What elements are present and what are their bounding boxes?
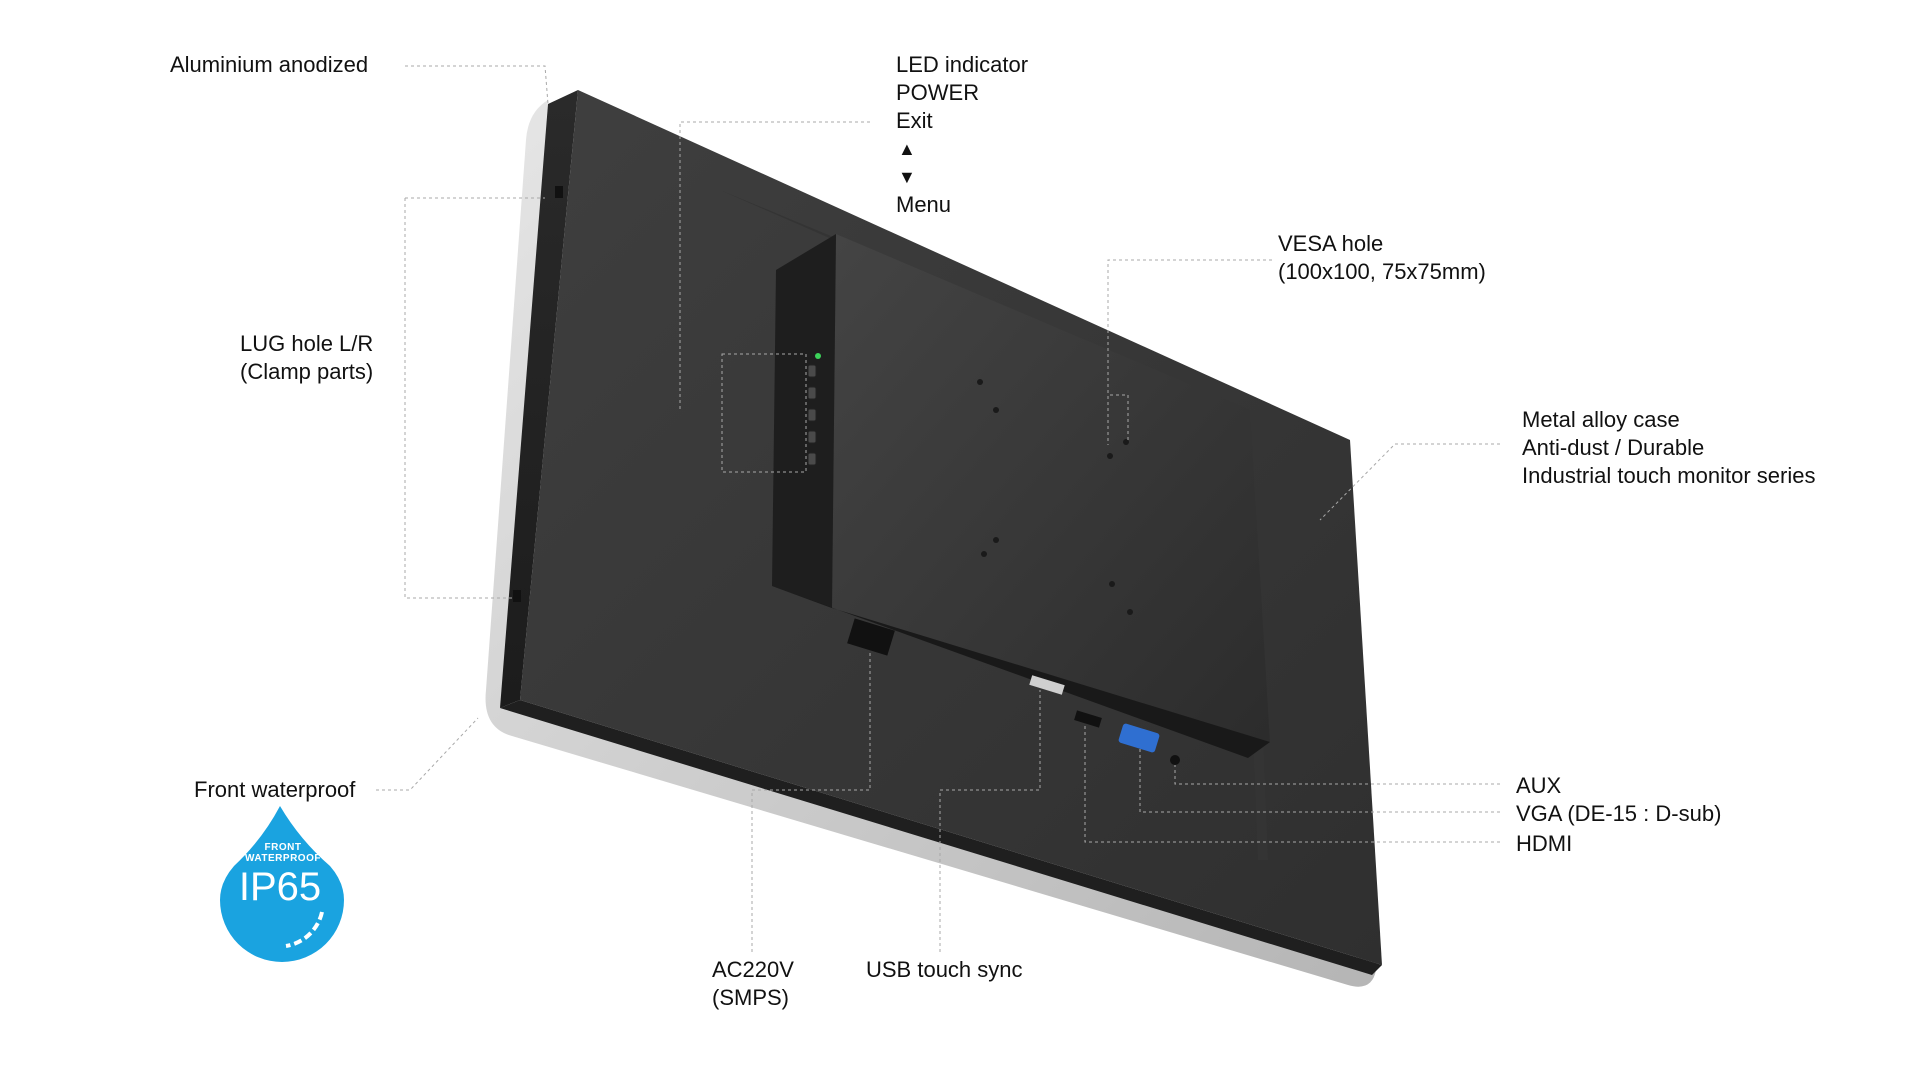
power-label: POWER xyxy=(896,80,980,105)
usb-port xyxy=(1029,675,1065,695)
label-lug: LUG hole L/R (Clamp parts) xyxy=(240,330,373,386)
case-line3: Industrial touch monitor series xyxy=(1522,463,1816,488)
lug-hole-bottom xyxy=(513,590,521,602)
label-waterproof: Front waterproof xyxy=(194,776,355,804)
label-aux: AUX xyxy=(1516,772,1561,800)
controller-box-side xyxy=(772,234,836,608)
aux-text: AUX xyxy=(1516,773,1562,798)
badge-rating-text: IP65 xyxy=(239,865,321,908)
down-arrow-icon: ▼ xyxy=(898,167,916,187)
label-hdmi: HDMI xyxy=(1516,830,1572,858)
ip65-badge xyxy=(220,806,344,962)
case-line1: Metal alloy case xyxy=(1522,407,1680,432)
up-arrow-icon: ▲ xyxy=(898,139,916,159)
vesa-line1: VESA hole xyxy=(1278,231,1384,256)
label-ac: AC220V (SMPS) xyxy=(712,956,794,1012)
water-drop-icon xyxy=(220,806,344,962)
badge-front-text: FRONT xyxy=(265,842,302,853)
label-vga: VGA (DE-15 : D-sub) xyxy=(1516,800,1721,828)
lug-hole-top xyxy=(555,186,563,198)
hdmi-port xyxy=(1074,710,1102,728)
vga-text: VGA (DE-15 : D-sub) xyxy=(1516,801,1722,826)
label-usb: USB touch sync xyxy=(866,956,1023,984)
led-indicator xyxy=(815,353,821,359)
menu-label: Menu xyxy=(896,192,952,217)
usb-text: USB touch sync xyxy=(866,957,1023,982)
badge-ring xyxy=(285,911,324,948)
waterproof-text: Front waterproof xyxy=(194,777,356,802)
ac-line2: (SMPS) xyxy=(712,985,789,1010)
label-case: Metal alloy case Anti-dust / Durable Ind… xyxy=(1522,406,1815,490)
label-aluminium-text: Aluminium anodized xyxy=(170,52,369,77)
label-buttons: LED indicator POWER Exit ▲ ▼ Menu xyxy=(896,51,1028,219)
side-buttons xyxy=(807,364,817,466)
controller-box-bottom xyxy=(772,586,1270,758)
case-line2: Anti-dust / Durable xyxy=(1522,435,1705,460)
badge-waterproof-text: WATERPROOF xyxy=(245,853,321,864)
label-aluminium: Aluminium anodized xyxy=(170,51,368,79)
bottom-edge xyxy=(500,700,1382,975)
led-indicator-label: LED indicator xyxy=(896,52,1029,77)
vesa-holes xyxy=(977,379,1133,615)
hdmi-text: HDMI xyxy=(1516,831,1573,856)
label-vesa: VESA hole (100x100, 75x75mm) xyxy=(1278,230,1486,286)
vesa-line2: (100x100, 75x75mm) xyxy=(1278,259,1486,284)
vga-port xyxy=(1118,723,1160,753)
ip65-badge-text: FRONT WATERPROOF IP65 xyxy=(239,842,321,908)
aux-port xyxy=(1170,755,1180,765)
ac-port xyxy=(847,618,895,656)
exit-label: Exit xyxy=(896,108,933,133)
controller-box-top xyxy=(832,234,1270,742)
ac-line1: AC220V xyxy=(712,957,794,982)
leader-lines xyxy=(376,65,1500,952)
left-edge xyxy=(500,90,578,708)
lug-line1: LUG hole L/R xyxy=(240,331,374,356)
lug-line2: (Clamp parts) xyxy=(240,359,374,384)
